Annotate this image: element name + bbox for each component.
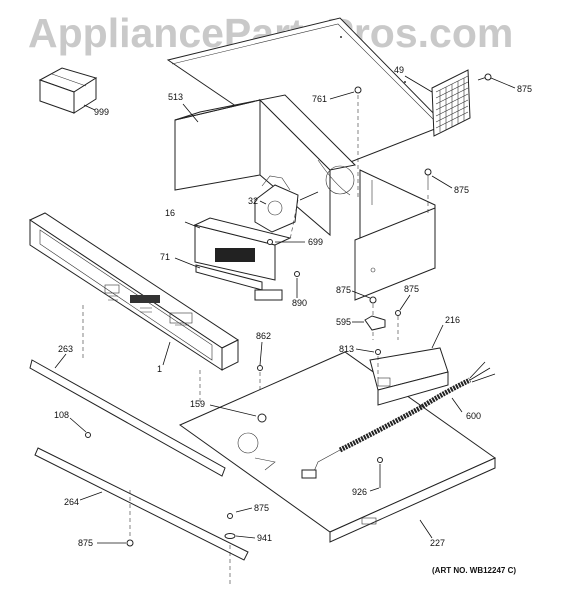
part-cover-216 bbox=[369, 324, 449, 406]
screw-890 bbox=[294, 271, 300, 298]
part-clip-595 bbox=[352, 315, 386, 331]
screw-875-top bbox=[477, 73, 492, 81]
part-control-board-16 bbox=[184, 217, 292, 281]
callout-595: 595 bbox=[336, 317, 351, 327]
callout-875-mid-left: 875 bbox=[336, 285, 351, 295]
callout-875-bottom-left: 875 bbox=[78, 538, 93, 548]
part-box-999 bbox=[38, 67, 98, 114]
part-control-panel-1 bbox=[28, 212, 239, 371]
screw-813 bbox=[355, 348, 381, 378]
callout-108: 108 bbox=[54, 410, 69, 420]
callout-1: 1 bbox=[157, 364, 162, 374]
part-bracket-71 bbox=[174, 257, 283, 301]
callout-875-top: 875 bbox=[517, 84, 532, 94]
callout-941: 941 bbox=[257, 533, 272, 543]
part-side-panel-right bbox=[354, 169, 436, 301]
callout-264: 264 bbox=[64, 497, 79, 507]
part-bottom-plate-227 bbox=[178, 351, 497, 543]
part-rear-box-513 bbox=[174, 94, 357, 237]
screw-875-941 bbox=[224, 507, 256, 585]
callout-513: 513 bbox=[168, 92, 183, 102]
part-trim-263 bbox=[29, 353, 226, 477]
art-number: (ART NO. WB12247 C) bbox=[432, 566, 516, 575]
callout-875-bottom-center: 875 bbox=[254, 503, 269, 513]
callout-999: 999 bbox=[94, 107, 109, 117]
callout-600: 600 bbox=[466, 411, 481, 421]
screw-875-mid-right bbox=[395, 310, 401, 340]
screw-875-right bbox=[424, 168, 432, 190]
callout-227: 227 bbox=[430, 538, 445, 548]
screw-108 bbox=[69, 417, 91, 438]
callout-699: 699 bbox=[308, 237, 323, 247]
guide-lines bbox=[82, 195, 429, 405]
callout-926: 926 bbox=[352, 487, 367, 497]
callout-263: 263 bbox=[58, 344, 73, 354]
callout-49: 49 bbox=[394, 65, 404, 75]
callout-16: 16 bbox=[165, 208, 175, 218]
screw-875-bottom-left bbox=[97, 490, 134, 547]
screw-761 bbox=[354, 86, 362, 200]
part-grille-49 bbox=[431, 69, 471, 137]
part-harness-600 bbox=[301, 361, 496, 479]
callout-890: 890 bbox=[292, 298, 307, 308]
part-fan-motor-32 bbox=[254, 175, 319, 233]
part-strip-264 bbox=[34, 447, 249, 561]
screw-926 bbox=[377, 457, 383, 488]
callout-159: 159 bbox=[190, 399, 205, 409]
part-sensor-159 bbox=[209, 404, 267, 423]
callout-875-mid-right: 875 bbox=[404, 284, 419, 294]
screw-699 bbox=[267, 239, 305, 245]
callout-761: 761 bbox=[312, 94, 327, 104]
callout-875-right: 875 bbox=[454, 185, 469, 195]
callout-862: 862 bbox=[256, 331, 271, 341]
callout-32: 32 bbox=[248, 196, 258, 206]
callout-813: 813 bbox=[339, 344, 354, 354]
callout-71: 71 bbox=[160, 252, 170, 262]
callout-216: 216 bbox=[445, 315, 460, 325]
